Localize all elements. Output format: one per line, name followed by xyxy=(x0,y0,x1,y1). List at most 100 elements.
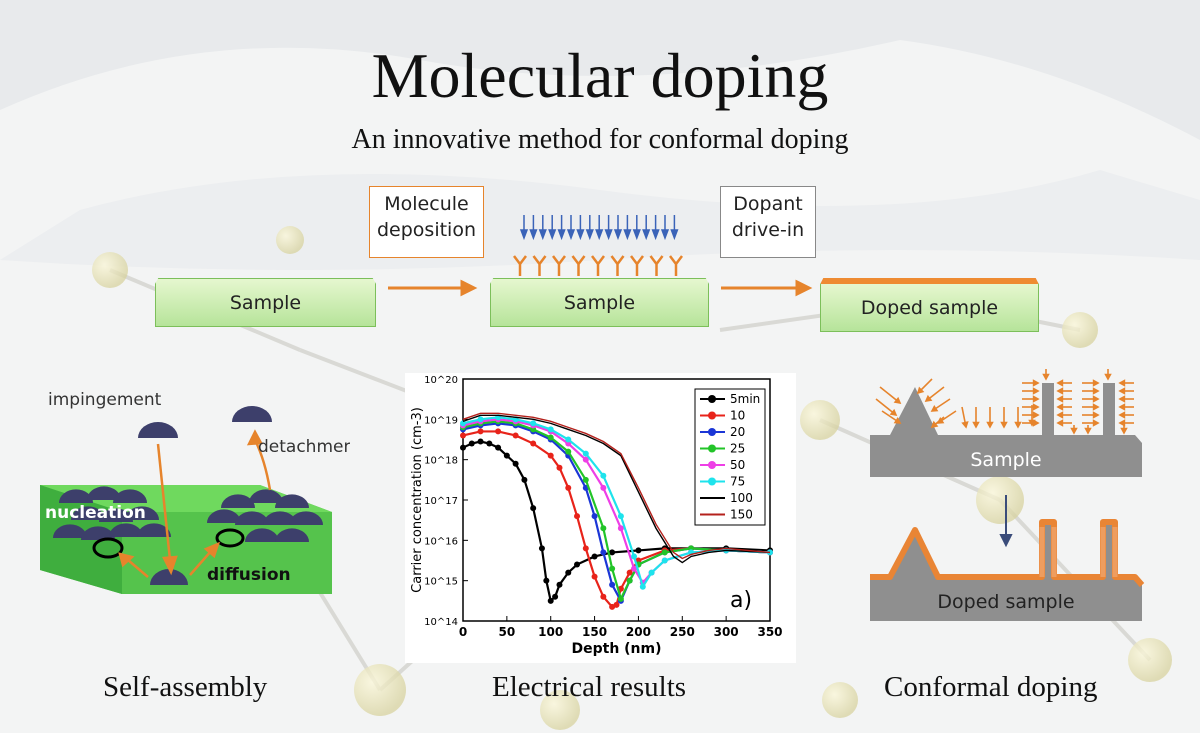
data-point xyxy=(661,557,668,564)
dopant-arrow-icon xyxy=(972,407,980,429)
legend-label: 10 xyxy=(730,409,745,423)
sample-profile xyxy=(870,383,1142,477)
vacancy-ring-icon xyxy=(215,528,245,548)
dopant-arrow-icon xyxy=(936,410,957,424)
data-point xyxy=(547,597,554,604)
detachment-label: detachment xyxy=(258,437,350,457)
island-cluster xyxy=(207,489,323,542)
data-point xyxy=(617,525,624,532)
diffusion-arrow-icon xyxy=(127,559,149,578)
dopant-arrow-icon xyxy=(1000,407,1008,429)
data-point xyxy=(543,577,550,584)
data-point xyxy=(661,549,668,556)
data-point xyxy=(512,432,519,439)
data-point xyxy=(460,432,466,439)
doped-sample-label: Doped sample xyxy=(860,296,999,319)
legend-marker xyxy=(708,461,716,469)
molecule-icon xyxy=(113,489,147,503)
dopant-arrow-icon xyxy=(1022,379,1040,387)
conformal-doping-caption: Conformal doping xyxy=(884,671,1098,703)
x-tick-label: 200 xyxy=(626,625,651,639)
data-point xyxy=(538,545,545,552)
conformal-doping-diagram: Sample Doped sample xyxy=(870,369,1145,621)
dopant-arrow-icon xyxy=(1056,395,1072,403)
diffusion-arrow-icon xyxy=(189,549,213,576)
data-point xyxy=(495,428,502,435)
data-point xyxy=(767,549,773,556)
data-point xyxy=(626,569,633,576)
legend-label: 25 xyxy=(730,442,745,456)
dopant-arrow-icon xyxy=(1118,403,1134,411)
molecule-icon xyxy=(138,422,178,438)
dopant-arrow-icon xyxy=(1118,379,1134,387)
doped-sample-block: Doped sample xyxy=(820,278,1039,332)
data-point xyxy=(574,513,581,520)
molecule-icon xyxy=(275,528,309,542)
data-point xyxy=(631,553,638,560)
dopant-arrow-icon xyxy=(1082,403,1100,411)
conformal-sample-label: Sample xyxy=(970,449,1041,471)
molecule-icon xyxy=(137,523,171,537)
legend-marker xyxy=(708,477,716,486)
data-point xyxy=(582,545,589,552)
dopant-arrow-icon xyxy=(924,386,945,403)
dopant-arrow-icon xyxy=(986,407,994,429)
legend-label: 100 xyxy=(730,491,753,505)
dopant-arrow-icon xyxy=(1082,419,1100,427)
x-tick-label: 100 xyxy=(538,625,563,639)
y-tick-label: 10^17 xyxy=(424,496,458,507)
molecule-icon xyxy=(150,569,188,585)
dopant-drive-in-box: Dopant drive-in xyxy=(720,186,816,258)
dopant-arrow-icon xyxy=(1022,387,1040,395)
dopant-arrow-icon xyxy=(1118,395,1134,403)
dopant-arrow-icon xyxy=(1082,379,1100,387)
dopant-arrow-icon xyxy=(1082,387,1100,395)
data-point xyxy=(565,448,572,455)
dopant-arrow-icon xyxy=(1104,369,1112,381)
legend-marker xyxy=(708,444,716,453)
diffusion-label: diffusion xyxy=(207,565,291,585)
impingement-label: impingement xyxy=(48,390,162,410)
data-point xyxy=(582,456,589,463)
dopant-arrow-icon xyxy=(1022,403,1040,411)
dopant-arrow-icon xyxy=(1022,395,1040,403)
process-arrow-right-icon xyxy=(721,279,813,297)
dopant-arrow-icon xyxy=(961,406,969,429)
data-point xyxy=(530,505,537,512)
dopant-arrow-icon xyxy=(875,398,898,417)
x-tick-label: 150 xyxy=(582,625,607,639)
data-point xyxy=(512,460,519,467)
data-point xyxy=(600,484,607,491)
molecule-icon xyxy=(245,528,279,542)
data-point xyxy=(639,583,646,590)
data-point xyxy=(460,444,466,451)
legend-marker xyxy=(708,395,716,403)
molecule-icon xyxy=(249,489,283,503)
data-point xyxy=(582,450,589,457)
data-point xyxy=(503,452,510,459)
page-subtitle: An innovative method for conformal dopin… xyxy=(351,124,849,155)
dopant-arrow-icon xyxy=(1056,419,1072,427)
data-point xyxy=(600,525,607,532)
self-assembly-caption: Self-assembly xyxy=(103,671,268,703)
molecule-icon xyxy=(275,494,309,508)
molecule-icon xyxy=(125,506,159,520)
process-arrow-right-icon xyxy=(388,279,478,297)
adsorbed-molecules-icon xyxy=(513,255,683,276)
data-point xyxy=(609,565,616,572)
data-point xyxy=(477,428,484,435)
dopant-arrow-icon xyxy=(916,378,933,395)
molecule-icon xyxy=(235,511,269,525)
dopant-flux-icons xyxy=(875,369,1134,435)
process-arrows xyxy=(388,215,813,297)
impingement-arrow-icon xyxy=(156,443,172,561)
data-point xyxy=(530,420,537,427)
dopant-arrow-icon xyxy=(1022,411,1040,419)
sample-block-initial: Sample xyxy=(155,278,376,327)
molecule-icon xyxy=(59,489,93,503)
data-point xyxy=(613,601,620,608)
data-point xyxy=(591,513,598,520)
data-point xyxy=(486,440,493,447)
data-point xyxy=(477,438,484,445)
